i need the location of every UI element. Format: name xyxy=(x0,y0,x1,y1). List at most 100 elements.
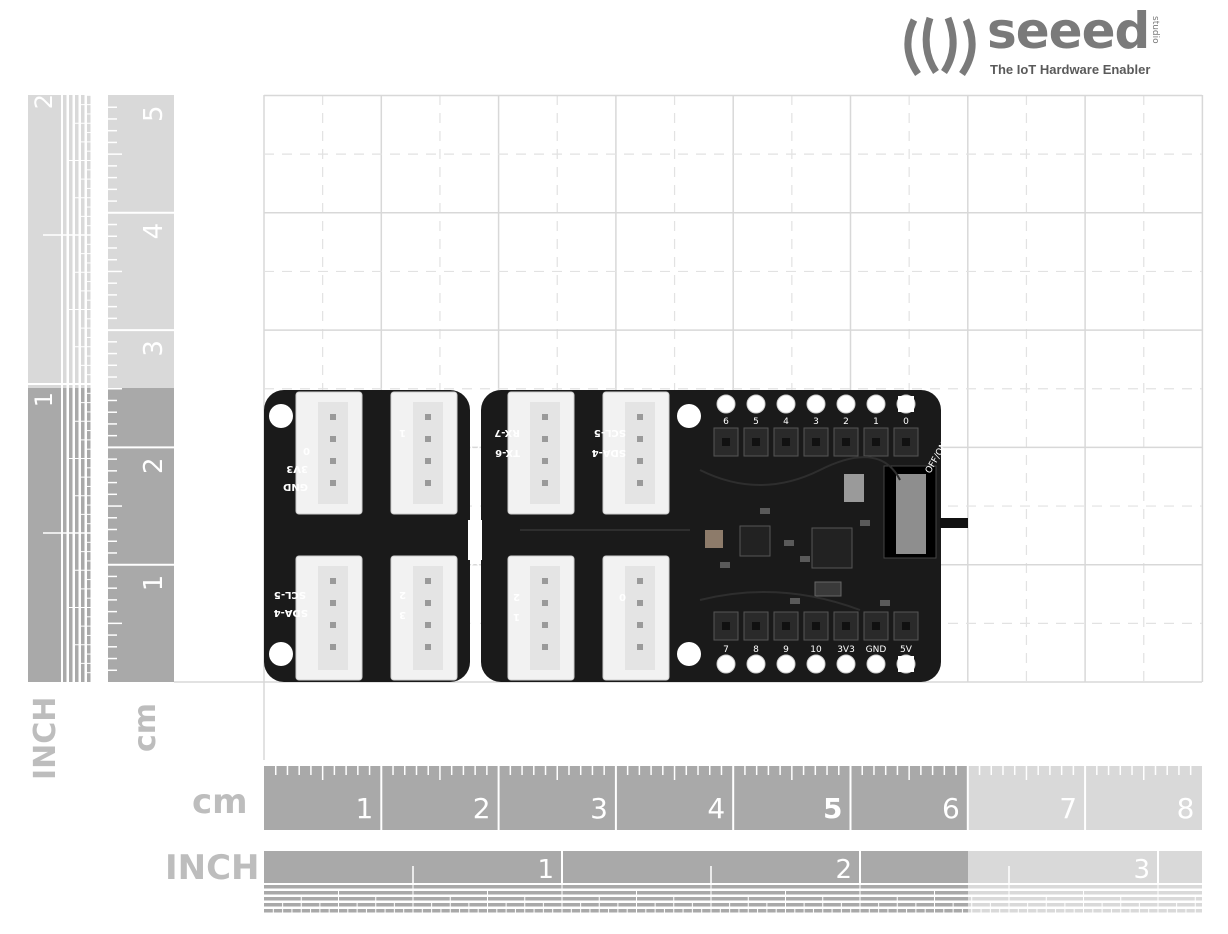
mounting-hole xyxy=(269,404,293,428)
inch-fraction-band xyxy=(81,95,85,388)
cm-number-label: 4 xyxy=(139,223,169,240)
pin-pad xyxy=(747,395,765,413)
break-hole xyxy=(471,431,479,439)
pin-pad xyxy=(777,655,795,673)
inch-fraction-band xyxy=(81,388,85,682)
break-hole xyxy=(471,618,479,626)
pin-pad xyxy=(807,655,825,673)
inch-fraction-band xyxy=(75,388,79,682)
vertical-inch-ruler: 12 xyxy=(28,86,93,682)
connector-pin xyxy=(425,644,431,650)
connector-pin xyxy=(330,644,336,650)
inch-fraction-band xyxy=(264,891,968,895)
break-hole xyxy=(471,475,479,483)
silkscreen-label: 3V3 xyxy=(286,463,308,474)
cm-number-label: 2 xyxy=(473,792,491,825)
inch-fraction-band xyxy=(968,903,1202,907)
connector-pin xyxy=(425,578,431,584)
ruler-body-dark xyxy=(108,388,174,682)
connector-pin xyxy=(330,622,336,628)
pin-pad xyxy=(807,395,825,413)
smd-component xyxy=(790,598,800,604)
connector-pin xyxy=(425,414,431,420)
switch-lever xyxy=(940,518,968,528)
pin-label: 1 xyxy=(873,417,879,427)
break-hole xyxy=(471,464,479,472)
pin-label: 8 xyxy=(753,645,759,655)
vertical-inch-unit-label: INCH xyxy=(28,697,63,780)
pin-pad xyxy=(867,395,885,413)
connector-pin xyxy=(330,458,336,464)
silkscreen-label: 1 xyxy=(399,427,406,438)
silkscreen-label: 2 xyxy=(513,591,520,602)
connector-pin xyxy=(425,436,431,442)
inch-fraction-band xyxy=(63,388,67,682)
pin-label: 5V xyxy=(900,645,913,655)
silkscreen-label: 0 xyxy=(303,445,310,456)
capacitor-component xyxy=(844,474,864,502)
crystal-component xyxy=(705,530,723,548)
break-hole xyxy=(471,442,479,450)
silkscreen-label: SDA-4 xyxy=(274,607,308,618)
header-hole xyxy=(902,622,910,630)
pin-label: 4 xyxy=(783,417,789,427)
pin-pad xyxy=(717,655,735,673)
pin-label: 5 xyxy=(753,417,759,427)
pin-pad xyxy=(747,655,765,673)
silkscreen-label: 0 xyxy=(619,591,626,602)
cm-number-label: 3 xyxy=(590,792,608,825)
pin-label: 6 xyxy=(723,417,729,427)
connector-pin xyxy=(425,458,431,464)
cm-number-label: 6 xyxy=(942,792,960,825)
break-hole xyxy=(471,497,479,505)
silkscreen-label: RX-7 xyxy=(494,427,520,438)
cm-number-label: 7 xyxy=(1059,792,1077,825)
silkscreen-label: TX-6 xyxy=(495,447,520,458)
switch-slider xyxy=(896,474,926,554)
header-hole xyxy=(782,622,790,630)
mounting-hole xyxy=(269,642,293,666)
connector-pin xyxy=(637,622,643,628)
pin-label: 9 xyxy=(783,645,789,655)
pin-label: 2 xyxy=(843,417,849,427)
inch-number-label: 2 xyxy=(30,94,58,109)
connector-pin xyxy=(637,458,643,464)
connector-pin xyxy=(637,414,643,420)
cm-number-label: 3 xyxy=(139,340,169,357)
header-hole xyxy=(902,438,910,446)
header-hole xyxy=(812,622,820,630)
connector-pin xyxy=(330,414,336,420)
header-hole xyxy=(842,622,850,630)
smd-component xyxy=(784,540,794,546)
ruler-body-light xyxy=(28,95,61,388)
cm-number-label: 8 xyxy=(1177,792,1195,825)
cm-number-label: 1 xyxy=(139,575,169,592)
break-hole xyxy=(471,574,479,582)
silkscreen-label: 2 xyxy=(399,589,406,600)
connector-pin xyxy=(330,480,336,486)
silkscreen-label: SCL-5 xyxy=(274,589,306,600)
square-pad xyxy=(898,396,914,412)
connector-pin xyxy=(637,600,643,606)
inch-fraction-band xyxy=(75,95,79,388)
inch-fraction-band xyxy=(63,95,67,388)
inch-fraction-band xyxy=(968,885,1202,889)
inch-fraction-band xyxy=(87,95,91,388)
pin-label: 7 xyxy=(723,645,729,655)
square-pad xyxy=(898,656,914,672)
cm-number-label: 1 xyxy=(355,792,373,825)
pin-label: 0 xyxy=(903,417,909,427)
horizontal-cm-ruler: 12345678 xyxy=(264,766,1202,830)
smd-component xyxy=(800,556,810,562)
connector-pin xyxy=(542,644,548,650)
inch-fraction-band xyxy=(69,95,73,388)
connector-pin xyxy=(542,480,548,486)
break-hole xyxy=(471,596,479,604)
pin-label: 3 xyxy=(813,417,819,427)
silkscreen-label: 1 xyxy=(513,611,520,622)
ruler-body-dark xyxy=(264,851,968,883)
header-hole xyxy=(782,438,790,446)
regulator-chip xyxy=(740,526,770,556)
header-hole xyxy=(752,438,760,446)
break-hole xyxy=(471,453,479,461)
